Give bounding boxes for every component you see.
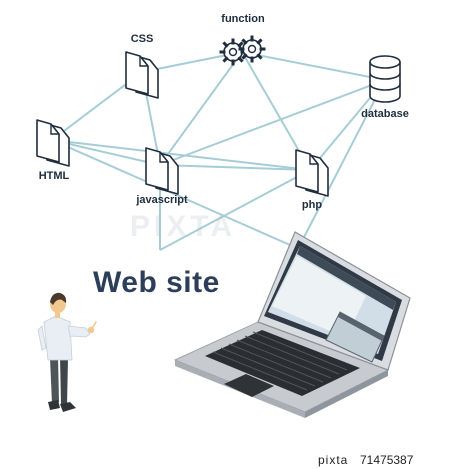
- page-title: Web site: [93, 266, 220, 299]
- php-document-icon: [295, 149, 329, 197]
- laptop-illustration: [173, 231, 411, 418]
- footer-brand: pixta: [318, 453, 349, 467]
- css-label: CSS: [130, 33, 154, 45]
- html-label: HTML: [38, 170, 70, 182]
- footer-bar: pixta 71475387: [0, 450, 450, 469]
- watermark: PIXTA: [130, 210, 237, 243]
- database-icon: [369, 55, 401, 103]
- database-label: database: [361, 108, 409, 120]
- javascript-label: javascript: [136, 194, 188, 206]
- javascript-document-icon: [145, 147, 179, 195]
- gears-icon: [219, 35, 266, 66]
- css-document-icon: [125, 51, 159, 99]
- php-label: php: [301, 199, 323, 211]
- connector-lines: [51, 51, 386, 251]
- person-illustration: [37, 292, 97, 412]
- function-label: function: [221, 13, 265, 25]
- footer-image-id: 71475387: [360, 453, 414, 467]
- html-document-icon: [36, 119, 70, 167]
